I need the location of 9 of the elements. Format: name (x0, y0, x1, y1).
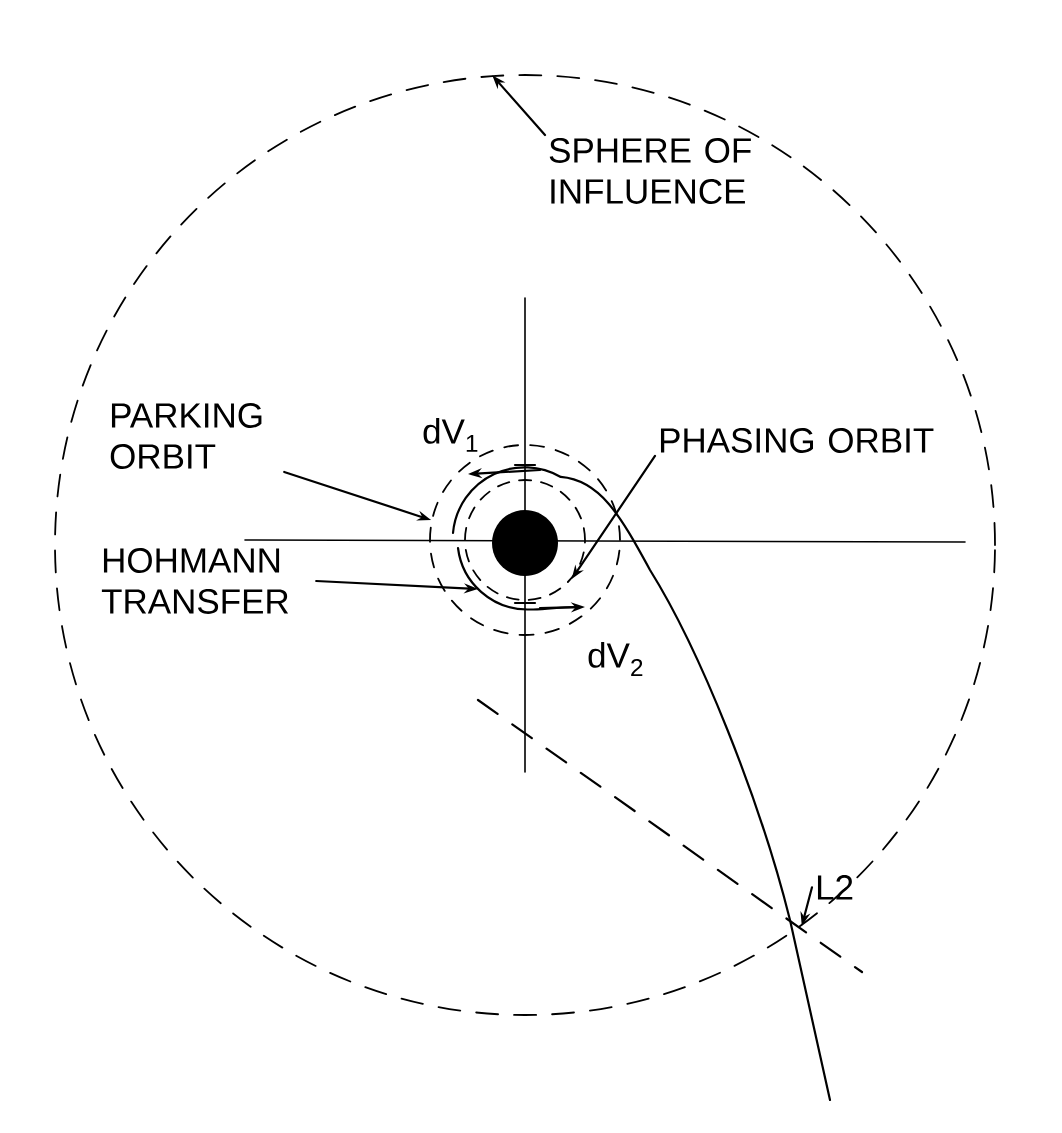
delta-v-label: dV$_{1}$ (423, 418, 478, 452)
delta-v-label: dV$_{2}$ (588, 642, 643, 676)
label-text: PHASING ORBIT (660, 428, 934, 453)
sphere-of-influence-circle (54, 74, 996, 1016)
label-text: PARKING ORBIT (110, 403, 262, 469)
phasing-orbit-circle (464, 479, 586, 601)
label-text: HOHMANN TRANSFER (101, 548, 289, 614)
label-text: SPHERE OF INFLUENCE (549, 138, 751, 204)
hohmann-transfer-arc (456, 546, 582, 611)
